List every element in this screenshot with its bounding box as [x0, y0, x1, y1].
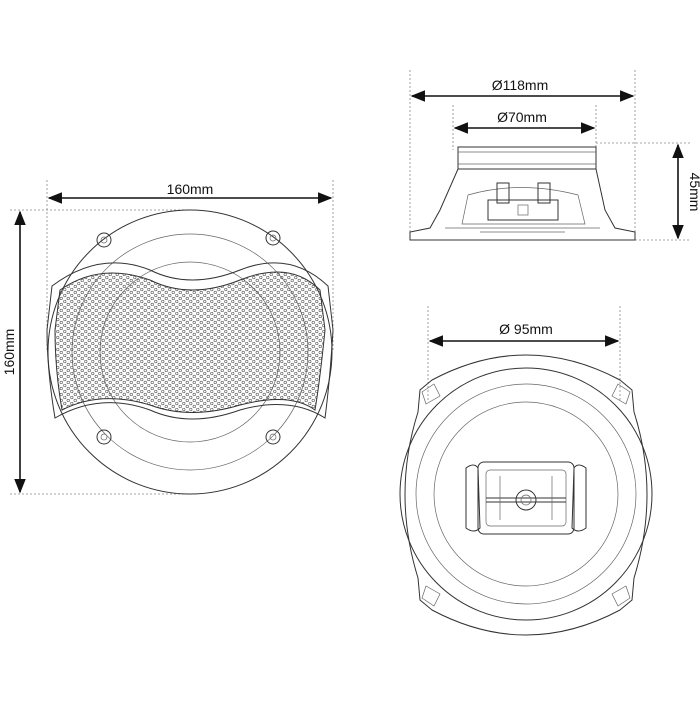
rear-view-frame: Ø 95mm	[399, 306, 653, 636]
grille-frame	[46, 262, 334, 420]
rear-frame-outline	[404, 354, 648, 636]
cutout-diameter-label: Ø 95mm	[499, 321, 553, 337]
front-mount-holes	[96, 230, 281, 445]
rear-surround	[415, 383, 637, 605]
grille-mesh	[55, 272, 325, 413]
terminal-block	[487, 199, 559, 221]
side-profile-view: Ø118mm Ø70mm 45mm	[409, 70, 700, 241]
rear-outer-circle	[399, 367, 653, 621]
side-magnet	[457, 146, 597, 170]
inner-diameter-label: Ø70mm	[497, 109, 547, 125]
side-basket	[409, 168, 636, 241]
rear-mount-tabs	[421, 383, 631, 607]
rear-cone	[433, 401, 619, 587]
depth-label: 45mm	[687, 173, 700, 212]
outer-diameter-label: Ø118mm	[492, 77, 549, 93]
width-dimension-label: 160mm	[167, 181, 214, 197]
height-dimension-label: 160mm	[1, 329, 17, 376]
side-speaker-body	[409, 146, 636, 241]
rear-center-assembly	[465, 461, 587, 535]
grille-inner-edge	[54, 271, 326, 413]
terminal-left	[496, 182, 510, 204]
rear-center-bolt	[515, 489, 537, 511]
front-view-grille: 160mm 160mm	[1, 180, 334, 495]
terminal-right	[537, 182, 551, 204]
